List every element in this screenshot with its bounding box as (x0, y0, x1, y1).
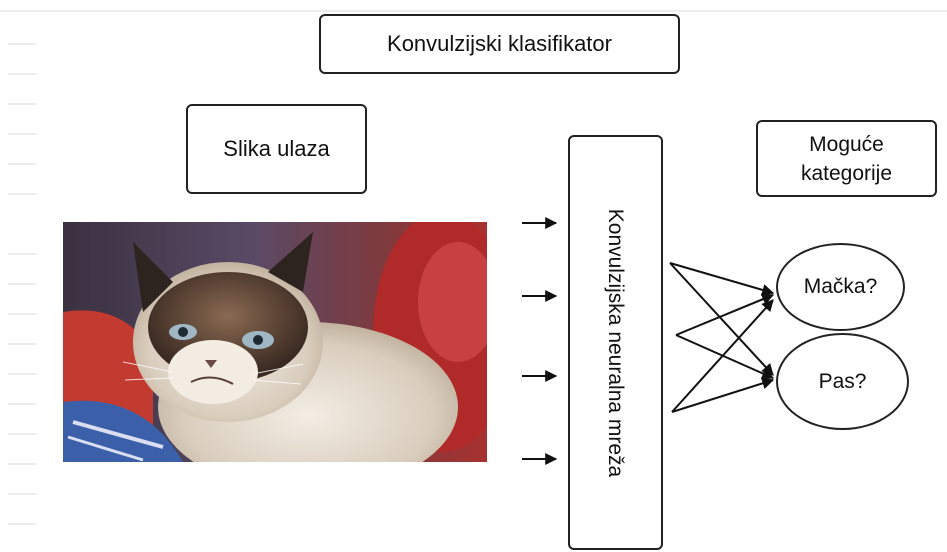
categories-title-box: Moguće kategorije (756, 120, 937, 197)
category-cat-label: Mačka? (803, 275, 878, 298)
input-label-text: Slika ulaza (223, 136, 330, 161)
cnn-label: Konvulzijska neuralna mreža (604, 208, 628, 477)
category-dog-label: Pas? (818, 369, 867, 393)
categories-title-text: Moguće kategorije (800, 132, 893, 185)
input-image (63, 222, 487, 462)
input-label-box: Slika ulaza (186, 104, 367, 194)
diagram-title-text: Konvulzijski klasifikator (387, 31, 612, 56)
cat-photo-illustration (63, 222, 487, 462)
category-cat: Mačka? (776, 243, 905, 331)
cnn-box: Konvulzijska neuralna mreža (568, 135, 663, 550)
diagram-title: Konvulzijski klasifikator (319, 14, 680, 74)
category-dog: Pas? (776, 333, 909, 430)
